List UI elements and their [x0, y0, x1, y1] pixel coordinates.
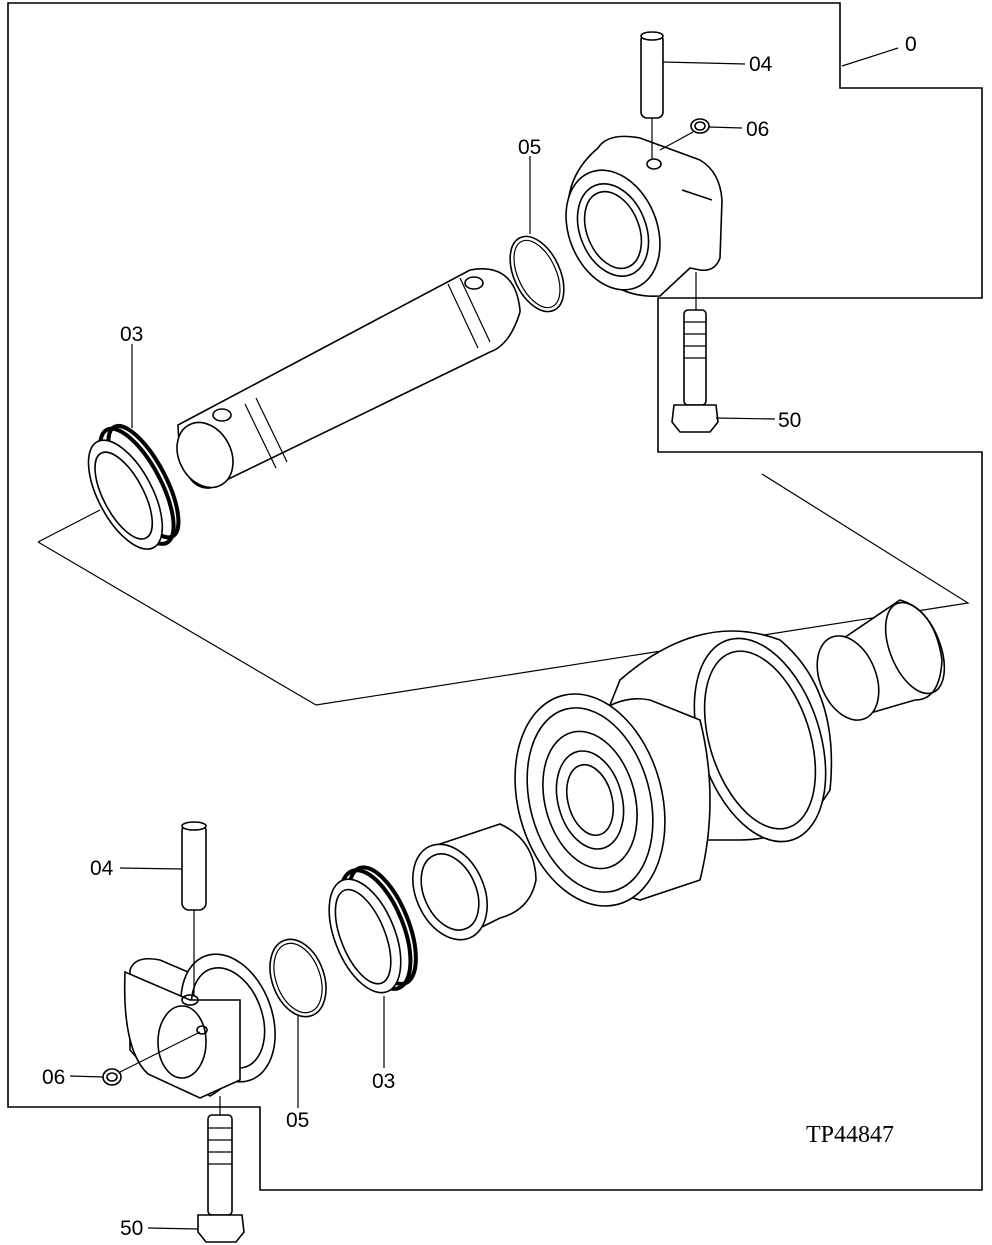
o-ring-bottom-inner — [273, 942, 323, 1014]
bolt-bottom — [147, 1096, 245, 1243]
o-ring-bottom — [269, 938, 327, 1018]
callout-plug-top: 06 — [746, 118, 769, 141]
o-ring-top — [509, 235, 565, 313]
callout-pin-top: 04 — [749, 53, 773, 76]
plug-top — [659, 118, 743, 151]
bushing-right — [816, 599, 946, 721]
callout-oring-bottom: 05 — [286, 1109, 309, 1132]
callout-assembly: 0 — [905, 33, 917, 56]
roller-shaft — [176, 268, 521, 489]
track-roller — [514, 630, 833, 907]
assembly-leader — [841, 47, 899, 67]
pin-bottom — [119, 821, 207, 995]
plug-bottom — [69, 1031, 201, 1086]
o-ring-top-inner — [513, 239, 561, 309]
collar-bottom — [123, 953, 276, 1099]
bolt-top — [671, 272, 776, 433]
collar-top — [565, 135, 723, 297]
floating-seal-top — [87, 423, 181, 550]
shaft-location-guide-left — [37, 509, 101, 543]
callout-seal-bottom: 03 — [372, 1070, 395, 1093]
callout-bolt-top: 50 — [778, 409, 801, 432]
callout-oring-top: 05 — [518, 136, 541, 159]
assembly-boundary — [7, 2, 983, 1191]
callout-plug-bottom: 06 — [42, 1066, 65, 1089]
pin-top — [640, 31, 746, 160]
callout-bolt-bottom: 50 — [120, 1217, 143, 1240]
drawing-code: TP44847 — [806, 1122, 894, 1148]
callout-pin-bottom: 04 — [90, 857, 114, 880]
callout-seal-top: 03 — [120, 323, 143, 346]
shaft-location-guide — [37, 473, 970, 706]
bushing-left — [412, 823, 537, 941]
floating-seal-bottom — [328, 865, 418, 994]
